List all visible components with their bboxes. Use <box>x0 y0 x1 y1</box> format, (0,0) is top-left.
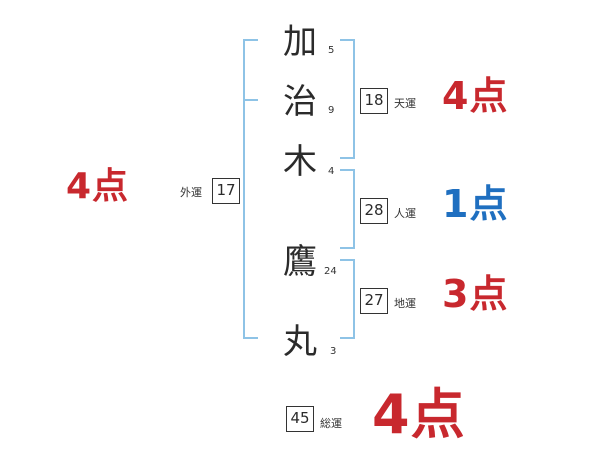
name-char-3: 木 <box>283 142 317 182</box>
tenkaku-value-box: 18 <box>360 88 388 114</box>
chikaku-bracket <box>340 259 355 339</box>
stroke-count-3: 4 <box>328 166 335 177</box>
name-char-4: 鷹 <box>283 242 317 282</box>
chikaku-score: 3点 <box>442 272 509 316</box>
tenkaku-score: 4点 <box>442 74 509 118</box>
tenkaku-bracket <box>340 39 355 159</box>
jinkaku-label: 人運 <box>394 207 416 220</box>
stroke-count-4: 24 <box>324 266 337 277</box>
outer-bracket <box>243 39 258 339</box>
jinkaku-score: 1点 <box>442 182 509 226</box>
stroke-count-1: 5 <box>328 45 335 56</box>
chikaku-value-box: 27 <box>360 288 388 314</box>
jinkaku-bracket <box>340 169 355 249</box>
gaikaku-value-box: 17 <box>212 178 240 204</box>
name-char-2: 治 <box>283 82 317 122</box>
name-char-5: 丸 <box>283 322 317 362</box>
stroke-count-2: 9 <box>328 105 335 116</box>
soukaku-label: 総運 <box>320 417 342 430</box>
jinkaku-value-box: 28 <box>360 198 388 224</box>
soukaku-value-box: 45 <box>286 406 314 432</box>
stroke-count-5: 3 <box>330 346 337 357</box>
chikaku-label: 地運 <box>394 297 416 310</box>
gaikaku-label: 外運 <box>180 186 202 199</box>
gaikaku-score: 4点 <box>66 166 130 207</box>
name-char-1: 加 <box>283 22 317 62</box>
soukaku-score: 4点 <box>372 383 466 446</box>
tenkaku-label: 天運 <box>394 97 416 110</box>
